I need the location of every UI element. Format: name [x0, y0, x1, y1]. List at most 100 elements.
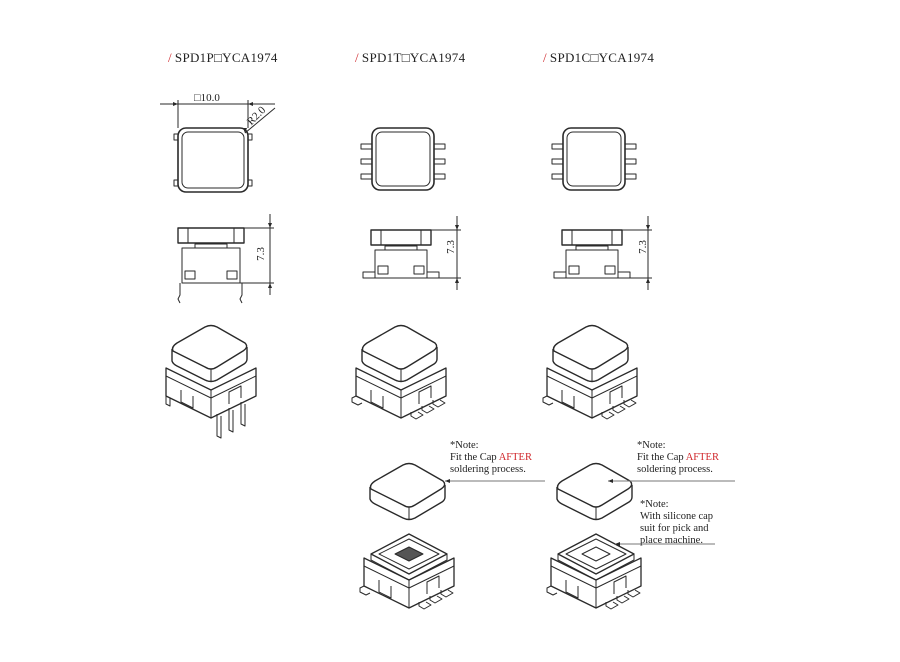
cap-outline — [566, 131, 622, 187]
height-dimension-label-p: 7.3 — [254, 247, 267, 261]
arrowhead — [445, 479, 450, 483]
smd-lead — [601, 411, 615, 420]
housing-slot — [565, 580, 579, 599]
through-hole-pin — [216, 414, 222, 439]
smd-lead — [418, 601, 432, 610]
note-emphasis: AFTER — [685, 452, 719, 463]
smd-pad — [433, 173, 446, 180]
arrowhead — [455, 225, 459, 230]
housing-side — [181, 247, 241, 284]
smd-lead — [553, 271, 567, 279]
width-dimension-label: □10.0 — [194, 92, 220, 104]
smd-lead — [617, 271, 631, 279]
iso-view-t — [351, 324, 447, 420]
top-view-t — [360, 127, 446, 191]
smd-pad — [551, 158, 564, 165]
note-head: *Note: — [640, 499, 669, 510]
pin-tab — [173, 133, 179, 141]
housing-side — [565, 249, 619, 279]
through-hole-pin — [240, 402, 246, 427]
height-dimension-label-t: 7.3 — [444, 240, 457, 254]
switch-outline — [562, 127, 626, 191]
housing-rib — [363, 565, 455, 589]
cap-outline — [375, 131, 431, 187]
top-view-p — [173, 127, 253, 193]
terminal-window — [226, 270, 238, 280]
cap-side — [561, 229, 623, 246]
model-title-t: /SPD1T□YCA1974 — [355, 50, 465, 66]
top-view-c — [551, 127, 637, 191]
smd-lead — [351, 395, 363, 406]
actuator — [575, 245, 609, 251]
smd-pad — [624, 143, 637, 150]
housing-slot — [370, 390, 384, 409]
through-hole-pin — [165, 396, 171, 407]
model-title-p: /SPD1P□YCA1974 — [168, 50, 278, 66]
smd-lead — [410, 411, 424, 420]
smd-pad — [551, 173, 564, 180]
arrowhead — [248, 102, 253, 106]
housing-opening — [565, 538, 627, 570]
arrowhead — [268, 223, 272, 228]
side-view-p — [177, 227, 245, 304]
arrowhead — [646, 278, 650, 283]
through-hole-pin — [177, 283, 181, 304]
model-name: SPD1P□YCA1974 — [174, 50, 278, 65]
height-dimension-p — [240, 214, 274, 295]
smd-pad — [624, 173, 637, 180]
iso-view-c — [542, 324, 638, 420]
note-head: *Note: — [450, 440, 479, 451]
arrowhead — [173, 102, 178, 106]
smd-pad — [360, 173, 373, 180]
note-line: Fit the Cap AFTER — [450, 452, 532, 464]
title-slash: / — [543, 50, 547, 65]
smd-lead — [359, 585, 371, 596]
terminal-window — [568, 265, 580, 275]
smd-lead — [421, 405, 435, 414]
smd-pad — [624, 158, 637, 165]
model-name: SPD1T□YCA1974 — [361, 50, 466, 65]
smd-lead — [627, 589, 641, 598]
pin-tab — [247, 179, 253, 187]
through-hole-pin — [239, 283, 243, 304]
note-emphasis: AFTER — [498, 452, 532, 463]
rim-side — [370, 554, 448, 581]
housing-slot — [378, 580, 392, 599]
housing-slot — [609, 385, 623, 404]
smd-pad — [433, 143, 446, 150]
smd-lead — [432, 399, 446, 408]
note-line: Fit the Cap AFTER — [637, 452, 719, 464]
terminal-window — [604, 265, 616, 275]
smd-lead — [623, 399, 637, 408]
arrowhead — [455, 278, 459, 283]
silicone-cap — [581, 546, 611, 562]
exploded-view-c — [546, 462, 642, 610]
rim-side — [557, 554, 635, 581]
note-head: *Note: — [637, 440, 666, 451]
cap-note-c: *Note: Fit the Cap AFTER soldering proce… — [637, 440, 719, 476]
housing-slot — [561, 390, 575, 409]
cap-top-face — [361, 324, 438, 370]
arrowhead — [646, 225, 650, 230]
exploded-view-t — [359, 462, 455, 610]
cap-top-face — [552, 324, 629, 370]
pin-tab — [173, 179, 179, 187]
title-slash: / — [168, 50, 172, 65]
height-dimension-label-c: 7.3 — [636, 240, 649, 254]
cap-note-t: *Note: Fit the Cap AFTER soldering proce… — [450, 440, 532, 476]
housing-slot — [613, 575, 627, 594]
switch-outline — [177, 127, 249, 193]
model-title-c: /SPD1C□YCA1974 — [543, 50, 654, 66]
housing-rib — [355, 375, 447, 399]
through-hole-pin — [228, 408, 234, 433]
arrowhead — [243, 128, 247, 133]
housing-slot — [426, 575, 440, 594]
height-dimension-c — [618, 216, 652, 290]
note-text: Fit the Cap — [450, 452, 497, 463]
smd-pad — [433, 158, 446, 165]
note-text: With silicone cap — [640, 511, 714, 522]
housing-slot — [228, 385, 242, 404]
width-dimension — [160, 100, 276, 134]
